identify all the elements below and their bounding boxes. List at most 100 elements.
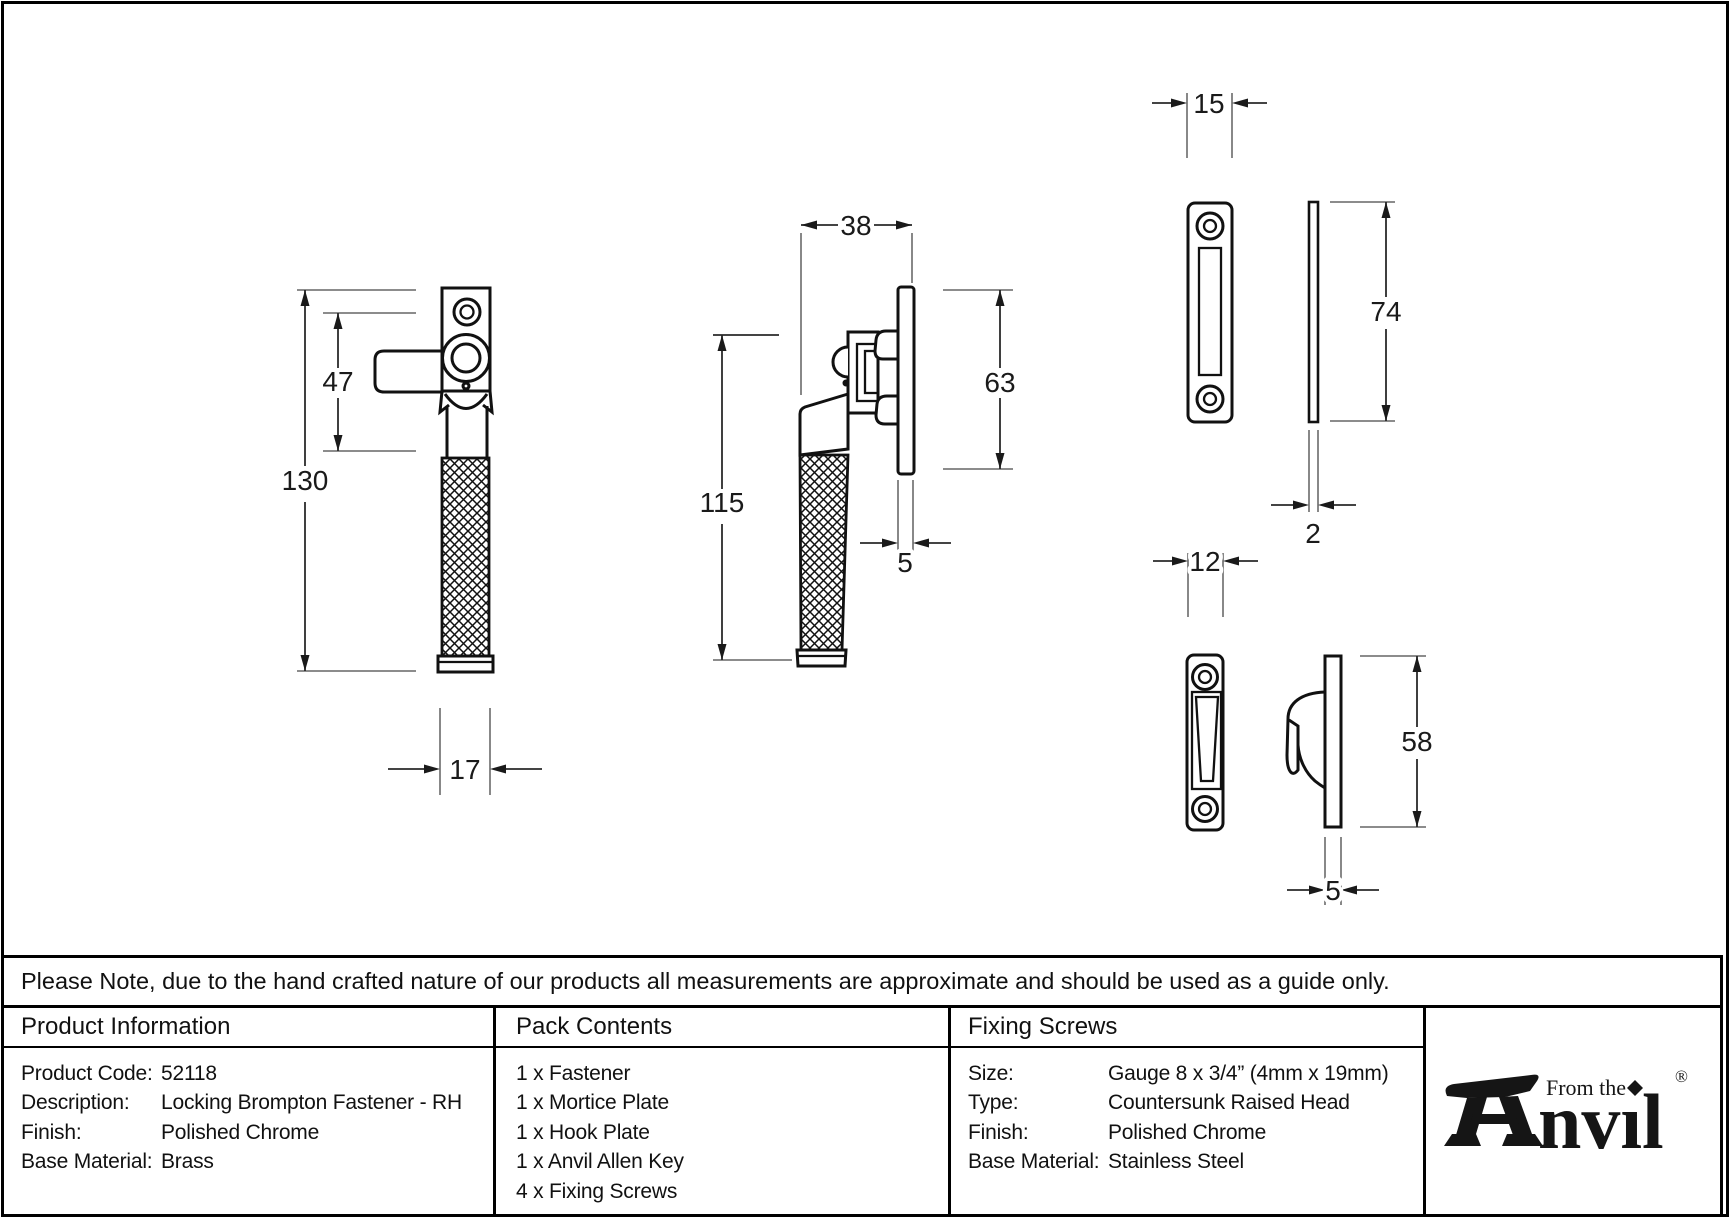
arrowhead-icon	[1172, 556, 1188, 566]
list-item: 1 x Hook Plate	[516, 1120, 650, 1144]
hook-slot-outer	[1190, 690, 1223, 791]
note-text: Please Note, due to the hand crafted nat…	[21, 968, 1390, 994]
fastener-tab	[373, 349, 444, 394]
dim-hook-width: 12	[1189, 546, 1220, 577]
arrowhead-icon	[1412, 811, 1422, 827]
screw-hole-inner-icon	[459, 304, 475, 320]
arrowhead-icon	[1171, 98, 1187, 108]
knurled-handle	[440, 456, 491, 658]
anvil-right-foot	[1502, 1134, 1543, 1146]
screw-hole-inner-icon	[1202, 218, 1218, 234]
table-row: Finish: Polished Chrome	[21, 1118, 493, 1148]
arrowhead-icon	[1318, 500, 1334, 510]
side-arm	[798, 391, 850, 457]
arrowhead-icon	[995, 453, 1005, 469]
handle-cap	[436, 654, 495, 674]
dim-front-width: 17	[449, 754, 480, 785]
side-keep-step2	[863, 349, 880, 395]
list-item: 1 x Mortice Plate	[516, 1091, 669, 1115]
hook-plate-edge	[1323, 654, 1343, 829]
screw-hole-icon	[452, 297, 482, 327]
side-bottom-flange	[874, 394, 898, 426]
arrowhead-icon	[333, 313, 343, 329]
fastener-front-view	[373, 286, 495, 674]
logo-cell: From the nvıl ®	[1426, 1008, 1720, 1214]
pivot-boss-inner	[450, 342, 482, 374]
arrowhead-icon	[300, 290, 310, 306]
anvil-left-leg	[1456, 1097, 1487, 1135]
dim-mortice-height: 74	[1370, 296, 1401, 327]
note-row: Please Note, due to the hand crafted nat…	[1, 955, 1723, 1005]
side-lock-pin-icon	[842, 379, 850, 387]
side-handle-cap	[795, 648, 848, 668]
dim-side-plate-thickness: 5	[897, 547, 913, 578]
mortice-plate-front-view	[1186, 201, 1234, 424]
list-item: 4 x Fixing Screws	[516, 1179, 678, 1203]
dim-hook-thickness: 5	[1325, 875, 1341, 906]
table-row: Description: Locking Brompton Fastener -…	[21, 1089, 493, 1119]
list-item: 1 x Anvil Allen Key	[516, 1150, 684, 1174]
from-the-anvil-logo: From the nvıl ®	[1444, 1067, 1688, 1158]
dimension-lines	[300, 98, 1422, 895]
dim-side-height: 115	[700, 487, 745, 518]
field-value: Brass	[161, 1150, 214, 1174]
arrowhead-icon	[1223, 556, 1239, 566]
screw-hole-inner-icon	[1197, 669, 1213, 685]
cam-arc	[443, 393, 489, 410]
diamond-icon	[1627, 1080, 1643, 1096]
table-row: Base Material: Brass	[21, 1148, 493, 1178]
screw-hole-inner-icon	[1202, 391, 1218, 407]
list-item: 1 x Fastener	[516, 1061, 631, 1085]
anvil-icon	[1444, 1074, 1543, 1146]
technical-drawing: 130 47 17 38 115 63 5 15 74 2 12 58 5	[278, 84, 1437, 910]
anvil-left-foot	[1444, 1134, 1481, 1146]
screw-hole-inner-icon	[1197, 801, 1213, 817]
field-label: Base Material:	[968, 1150, 1100, 1174]
field-value: Stainless Steel	[1108, 1150, 1244, 1174]
table-row: Base Material: Stainless Steel	[968, 1148, 1423, 1178]
logo-tagline: From the	[1546, 1075, 1626, 1100]
lock-pin-center	[464, 384, 468, 388]
field-label: Finish:	[968, 1120, 1029, 1144]
hook-inner-edge	[1296, 744, 1326, 790]
mortice-slot	[1197, 246, 1223, 377]
hook-slot-taper	[1194, 695, 1220, 783]
table-row: Product Code: 52118	[21, 1059, 493, 1089]
fastener-side-view	[795, 285, 916, 668]
field-label: Finish:	[21, 1120, 82, 1144]
side-pivot-arc	[831, 345, 849, 379]
arrowhead-icon	[333, 435, 343, 451]
arrowhead-icon	[300, 655, 310, 671]
field-label: Description:	[21, 1091, 130, 1115]
product-information-body: Product Code: 52118 Description: Locking…	[4, 1048, 496, 1214]
table-row: Size: Gauge 8 x 3/4” (4mm x 19mm)	[968, 1059, 1423, 1089]
arrowhead-icon	[424, 764, 440, 774]
fixing-screws-header: Fixing Screws	[951, 1008, 1426, 1048]
arrowhead-icon	[913, 538, 929, 548]
arrowhead-icon	[882, 538, 898, 548]
field-value: Countersunk Raised Head	[1108, 1091, 1350, 1115]
fixing-screws-body: Size: Gauge 8 x 3/4” (4mm x 19mm) Type: …	[951, 1048, 1426, 1214]
screw-hole-icon	[1195, 211, 1225, 241]
arrowhead-icon	[801, 220, 817, 230]
registered-mark-icon: ®	[1675, 1067, 1688, 1086]
arrowhead-icon	[1381, 202, 1391, 218]
side-backplate	[896, 285, 916, 476]
field-value: Polished Chrome	[1108, 1120, 1267, 1144]
anvil-crossbar	[1470, 1114, 1519, 1124]
logo-brand-text: nvıl	[1538, 1078, 1664, 1158]
pack-contents-body: 1 x Fastener 1 x Mortice Plate 1 x Hook …	[496, 1048, 951, 1214]
dim-mortice-width: 15	[1193, 88, 1224, 119]
arrowhead-icon	[1412, 656, 1422, 672]
arrowhead-icon	[995, 290, 1005, 306]
dim-side-plate-height: 63	[984, 367, 1015, 398]
arrowhead-icon	[896, 220, 912, 230]
hook-plate-front-view	[1185, 653, 1225, 832]
arrowhead-icon	[490, 764, 506, 774]
dimension-labels: 130 47 17 38 115 63 5 15 74 2 12 58 5	[278, 84, 1437, 910]
anvil-beam	[1445, 1074, 1539, 1098]
field-value: 52118	[161, 1061, 217, 1085]
arrowhead-icon	[1341, 885, 1357, 895]
dim-side-depth: 38	[840, 210, 871, 241]
